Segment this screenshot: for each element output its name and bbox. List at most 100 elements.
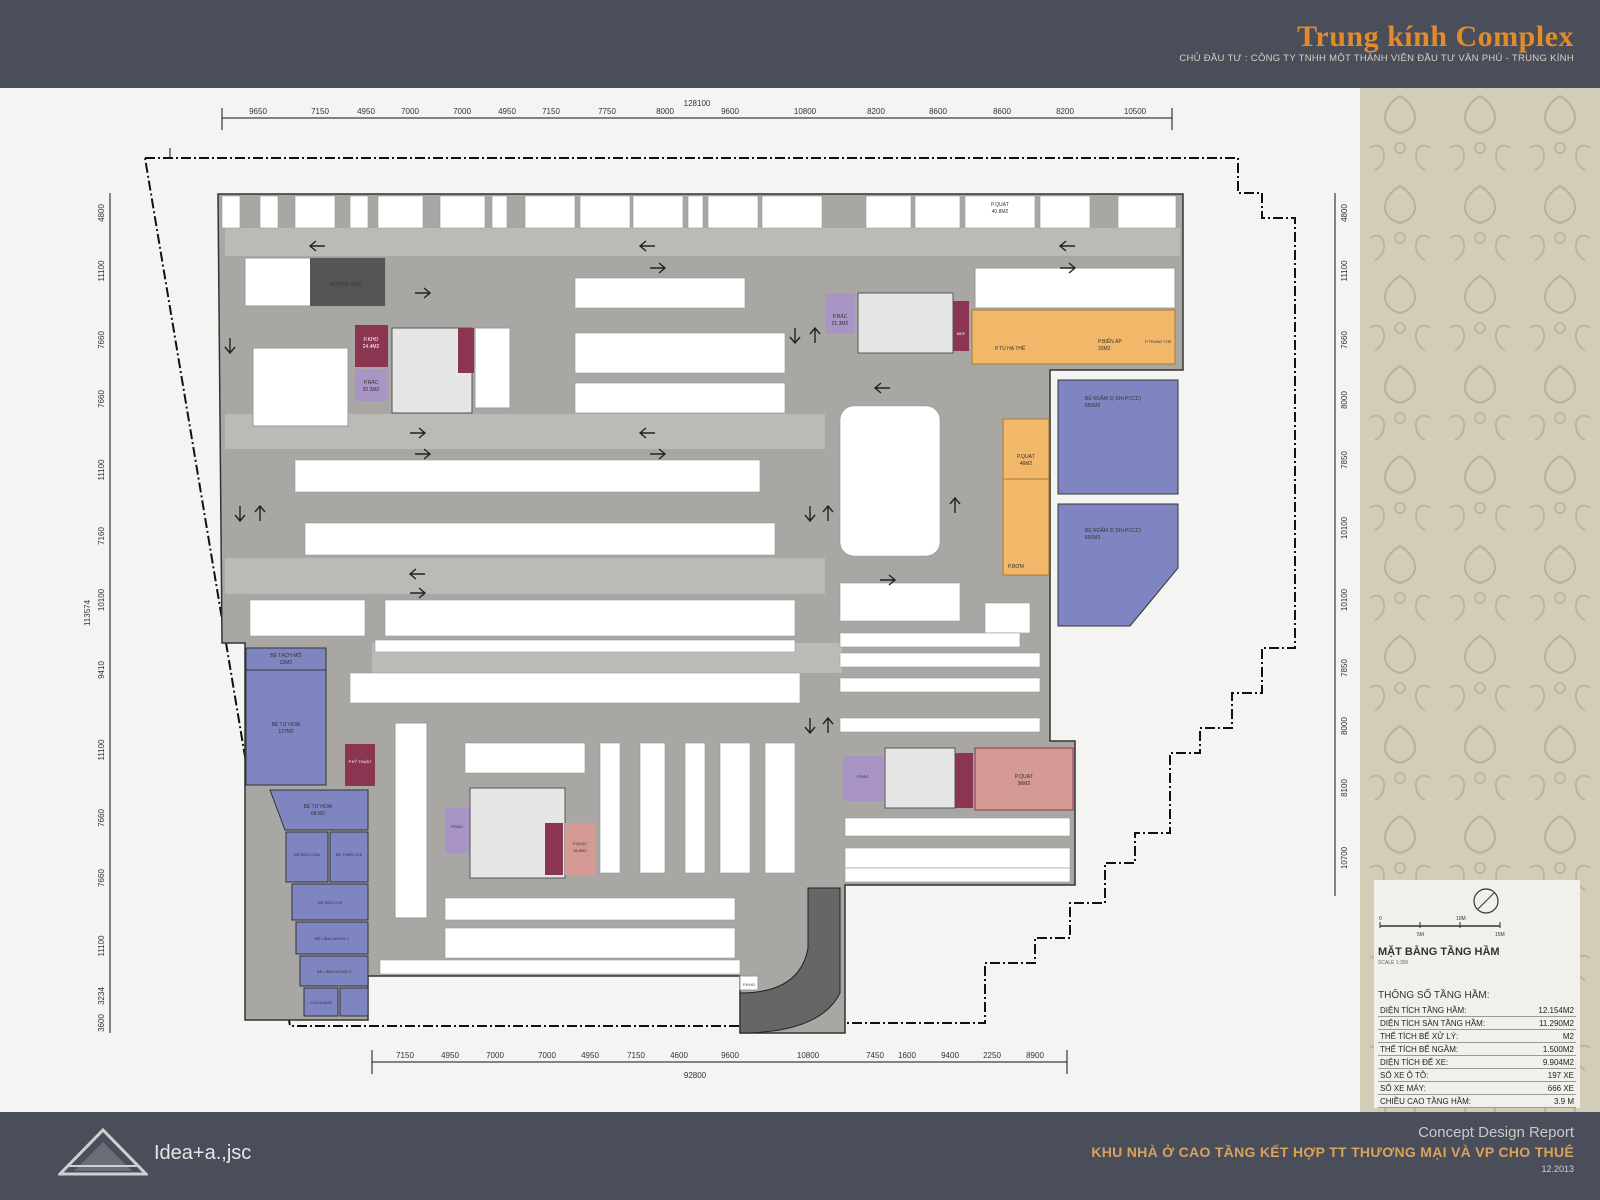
spec-row: THỂ TÍCH BỂ NGẦM:1.500M2 — [1378, 1042, 1576, 1056]
spec-title: THÔNG SỐ TẦNG HẦM: — [1378, 990, 1490, 1001]
tank-be-ngam-1 — [1057, 379, 1179, 495]
parking-south — [379, 742, 796, 975]
svg-text:4950: 4950 — [357, 107, 375, 116]
project-title: Trung kính Complex — [1297, 20, 1574, 53]
svg-text:11100: 11100 — [97, 739, 106, 761]
svg-text:7150: 7150 — [396, 1051, 414, 1060]
svg-text:BỂ LẮNG ĐỨNG 2: BỂ LẮNG ĐỨNG 2 — [317, 969, 352, 974]
svg-text:0: 0 — [1379, 916, 1382, 922]
svg-text:MDF: MDF — [957, 331, 966, 336]
svg-text:7660: 7660 — [97, 869, 106, 887]
svg-text:9600: 9600 — [721, 107, 739, 116]
svg-text:8100: 8100 — [1340, 779, 1349, 797]
svg-text:36.8M2: 36.8M2 — [573, 848, 587, 853]
room-p-quat-mid — [1002, 418, 1050, 480]
spec-value: M2 — [1523, 1029, 1576, 1043]
room-technical-ne — [971, 309, 1176, 365]
room-p-rac-3 — [445, 808, 470, 853]
svg-text:9600: 9600 — [721, 1051, 739, 1060]
room-mdf — [953, 301, 969, 351]
spec-label: CHIỀU CAO TẦNG HẦM: — [1378, 1094, 1524, 1108]
svg-text:7660: 7660 — [97, 331, 106, 349]
svg-text:5M: 5M — [1417, 932, 1424, 938]
svg-text:22M2: 22M2 — [280, 660, 293, 666]
tank-be-tach-mo — [245, 647, 327, 671]
svg-text:46M2: 46M2 — [1020, 461, 1033, 467]
room-p-kho-2 — [739, 975, 759, 991]
svg-text:4800: 4800 — [1340, 204, 1349, 222]
svg-text:40.8M2: 40.8M2 — [992, 209, 1009, 215]
svg-text:BỂ TỰ HOẠI: BỂ TỰ HOẠI — [304, 803, 333, 810]
parking-island-east — [839, 405, 1041, 733]
svg-text:P.QUẠT: P.QUẠT — [1015, 774, 1033, 780]
north-arrow-and-scale: 0 5M 10M 15M — [1379, 888, 1505, 938]
spec-value: 1.500M2 — [1523, 1042, 1576, 1056]
spec-row: DIỆN TÍCH SÀN TẦNG HẦM:11.290M2 — [1378, 1016, 1576, 1030]
traffic-arrows — [224, 240, 1077, 735]
svg-text:11100: 11100 — [97, 459, 106, 481]
svg-text:96M2: 96M2 — [1018, 781, 1031, 787]
svg-text:P.KHO: P.KHO — [743, 982, 755, 987]
basement-floor-plan: P.QUẠT 40.8M2 ĐƯỜNG DỐC P.KHO 24.4M2 P.R… — [83, 99, 1349, 1080]
svg-text:7850: 7850 — [1340, 659, 1349, 677]
core-sw: P.RÁC P.QUẠT 36.8M2 — [394, 722, 595, 919]
company-logo-icon — [58, 1128, 148, 1176]
dimension-right: 4800 11100 7660 8000 7850 10100 10100 78… — [1334, 193, 1349, 896]
core-se: P.RÁC P.QUẠT 96M2 — [843, 747, 1074, 883]
svg-text:8000: 8000 — [656, 107, 674, 116]
core-ne: P.RÁC 21.3M2 MDF P.TỦ HẠ THẾ P.BIẾN ÁP 3… — [825, 267, 1176, 576]
spec-value: 3.9 M — [1523, 1094, 1576, 1108]
svg-text:7150: 7150 — [542, 107, 560, 116]
header-bar: Trung kính Complex CHỦ ĐẦU TƯ : CÔNG TY … — [0, 0, 1600, 88]
svg-text:P.TỦ HẠ THẾ: P.TỦ HẠ THẾ — [995, 345, 1026, 352]
svg-text:7850: 7850 — [1340, 451, 1349, 469]
svg-text:P.RÁC: P.RÁC — [833, 313, 848, 320]
svg-text:7750: 7750 — [598, 107, 616, 116]
p-quat-top-label: P.QUẠT — [991, 202, 1009, 208]
report-date: 12.2013 — [1541, 1164, 1574, 1174]
parking-island-north — [574, 277, 786, 414]
plan-scale: SCALE 1:300 — [1378, 960, 1409, 966]
svg-text:10800: 10800 — [797, 1051, 820, 1060]
site-boundary — [143, 157, 1296, 1027]
svg-text:8000: 8000 — [1340, 717, 1349, 735]
room-p-quat-sw — [565, 823, 595, 875]
svg-text:BỂ THIẾU KHÍ: BỂ THIẾU KHÍ — [336, 852, 363, 857]
spec-row: THỂ TÍCH BỂ XỬ LÝ:M2 — [1378, 1029, 1576, 1043]
svg-text:7000: 7000 — [486, 1051, 504, 1060]
svg-text:7660: 7660 — [97, 390, 106, 408]
svg-text:BỂ LẮNG ĐỨNG 1: BỂ LẮNG ĐỨNG 1 — [315, 936, 350, 941]
spec-row: DIỆN TÍCH ĐỂ XE:9.904M2 — [1378, 1055, 1576, 1069]
svg-text:650M3: 650M3 — [1085, 403, 1101, 409]
svg-text:33M2: 33M2 — [1098, 346, 1111, 352]
tank-be-ngam-2 — [1057, 503, 1179, 627]
tank-khu-trung — [339, 987, 369, 1017]
svg-text:3600: 3600 — [97, 1014, 106, 1032]
svg-text:650M3: 650M3 — [1085, 535, 1101, 541]
project-subtitle: KHU NHÀ Ở CAO TẦNG KẾT HỢP TT THƯƠNG MẠI… — [1091, 1144, 1574, 1160]
svg-text:BỂ TÁCH MỠ: BỂ TÁCH MỠ — [270, 652, 302, 659]
tanks-sw: BỂ TÁCH MỠ 22M2 BỂ TỰ HOẠI 127M2 P.KỸ TH… — [245, 647, 375, 1017]
svg-text:P.RÁC: P.RÁC — [857, 774, 869, 779]
svg-text:128100: 128100 — [684, 99, 711, 108]
svg-text:P.QUẠT: P.QUẠT — [573, 841, 588, 846]
plan-title: MẶT BẰNG TẦNG HẦM — [1378, 946, 1500, 958]
room-p-bom — [1002, 478, 1050, 576]
svg-text:P.KHO: P.KHO — [364, 337, 379, 343]
svg-text:10100: 10100 — [1340, 516, 1349, 539]
svg-text:BỂ NGẦM 1( SH+PCCC): BỂ NGẦM 1( SH+PCCC) — [1085, 395, 1141, 402]
spec-value: 9.904M2 — [1523, 1055, 1576, 1069]
svg-text:8600: 8600 — [929, 107, 947, 116]
svg-text:11100: 11100 — [97, 260, 106, 282]
parking-row-central — [249, 459, 801, 704]
svg-text:2250: 2250 — [983, 1051, 1001, 1060]
spec-label: SỐ XE MÁY: — [1378, 1081, 1524, 1095]
tank-be-lang-dung-1 — [295, 921, 369, 955]
svg-text:10700: 10700 — [1340, 846, 1349, 869]
svg-text:113574: 113574 — [83, 599, 92, 626]
ramp-duong-doc — [310, 258, 385, 306]
room-p-tu-ha-the-1 — [458, 328, 474, 373]
svg-text:9650: 9650 — [249, 107, 267, 116]
spec-value: 11.290M2 — [1523, 1016, 1576, 1030]
